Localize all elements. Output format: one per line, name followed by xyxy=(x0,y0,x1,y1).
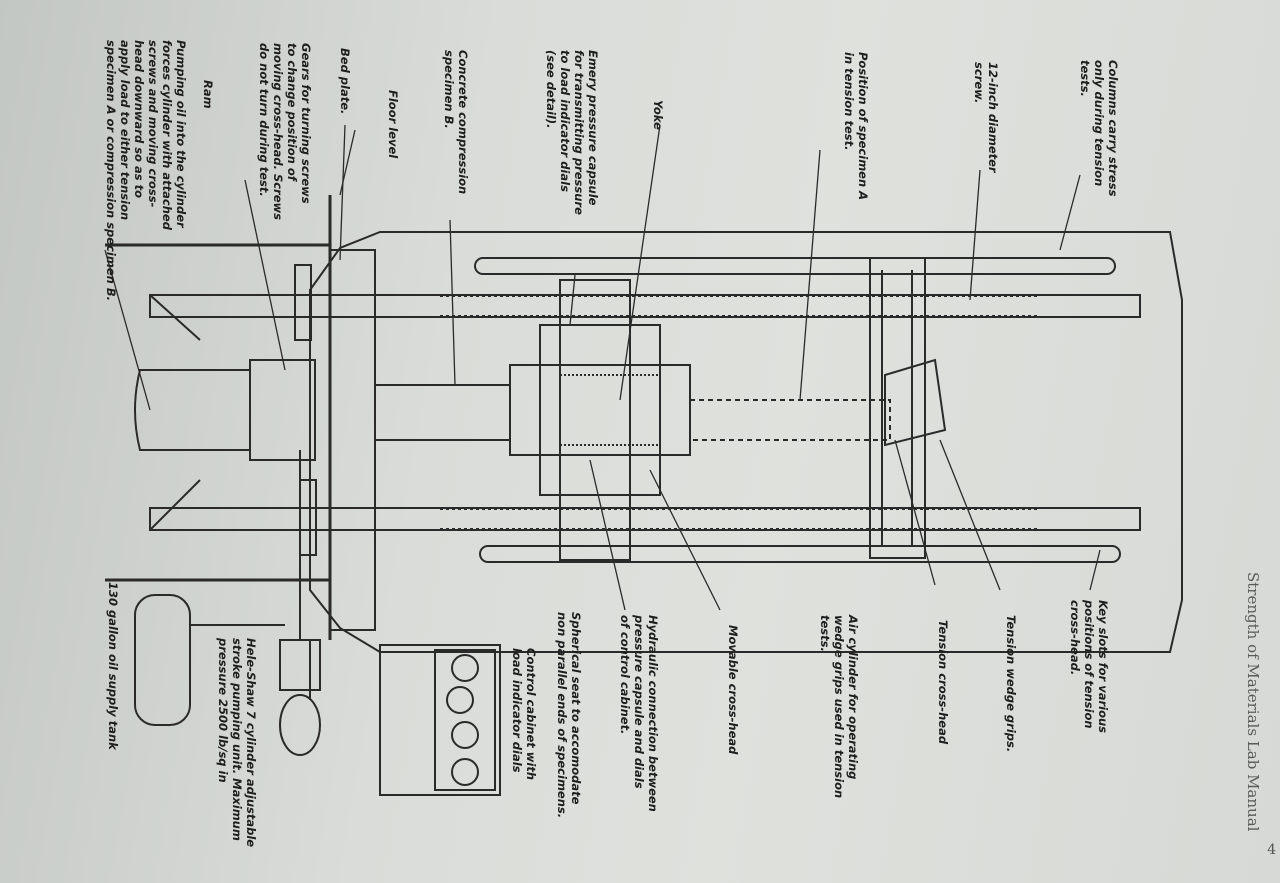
page-number: 4 xyxy=(1267,842,1276,858)
label-tank: 130 gallon oil supply tank xyxy=(106,582,120,750)
yoke xyxy=(509,364,691,456)
control-cabinet xyxy=(379,644,501,796)
label-key-slots: Key slots for various positions of tensi… xyxy=(1068,600,1110,733)
lower-screw xyxy=(149,507,1141,531)
upper-gear xyxy=(294,264,312,341)
label-movable-head: Movable cross-head xyxy=(726,625,740,755)
ram-cylinder xyxy=(134,369,251,451)
label-air-cylinder: Air cylinder for operating wedge grips u… xyxy=(818,615,860,799)
lower-gear xyxy=(299,479,317,556)
upper-screw xyxy=(149,294,1141,318)
movable-cross-head xyxy=(559,279,631,561)
upper-column xyxy=(474,257,1116,275)
label-spherical: Spherical seat to accomodate non paralle… xyxy=(555,612,583,819)
lower-column xyxy=(479,545,1121,563)
label-bed: Bed plate. xyxy=(338,48,352,115)
concrete-specimen xyxy=(374,384,511,441)
label-pump: Hele-Shaw 7 cylinder adjustable stroke p… xyxy=(216,638,258,848)
label-pumping: Pumping oil into the cylinder forces cyl… xyxy=(104,40,188,301)
label-yoke: Yoke xyxy=(651,100,665,130)
label-tension-head: Tension cross-head xyxy=(936,620,950,745)
pump-unit xyxy=(279,639,321,691)
label-screw: 12-inch diameter screw. xyxy=(972,62,1000,173)
label-floor: Floor level xyxy=(386,90,400,159)
label-gears: Gears for turning screws to change posit… xyxy=(257,43,313,220)
tension-cross-head xyxy=(869,257,926,559)
label-ram: Ram xyxy=(201,80,215,109)
label-emery: Emery pressure capsule for transmitting … xyxy=(544,50,600,215)
label-specimen-a: Position of specimen A in tension test. xyxy=(842,52,870,201)
bed-plate xyxy=(329,249,376,631)
label-wedge: Tension wedge grips. xyxy=(1004,615,1018,753)
label-control: Control cabinet with load indicator dial… xyxy=(510,648,538,781)
oil-tank xyxy=(134,594,191,726)
label-hydraulic: Hydraulic connection between pressure ca… xyxy=(618,615,660,812)
running-title: Strength of Materials Lab Manual xyxy=(1244,572,1262,832)
label-concrete: Concrete compression specimen B. xyxy=(442,50,470,195)
label-columns: Columns carry stress only during tension… xyxy=(1078,60,1120,197)
